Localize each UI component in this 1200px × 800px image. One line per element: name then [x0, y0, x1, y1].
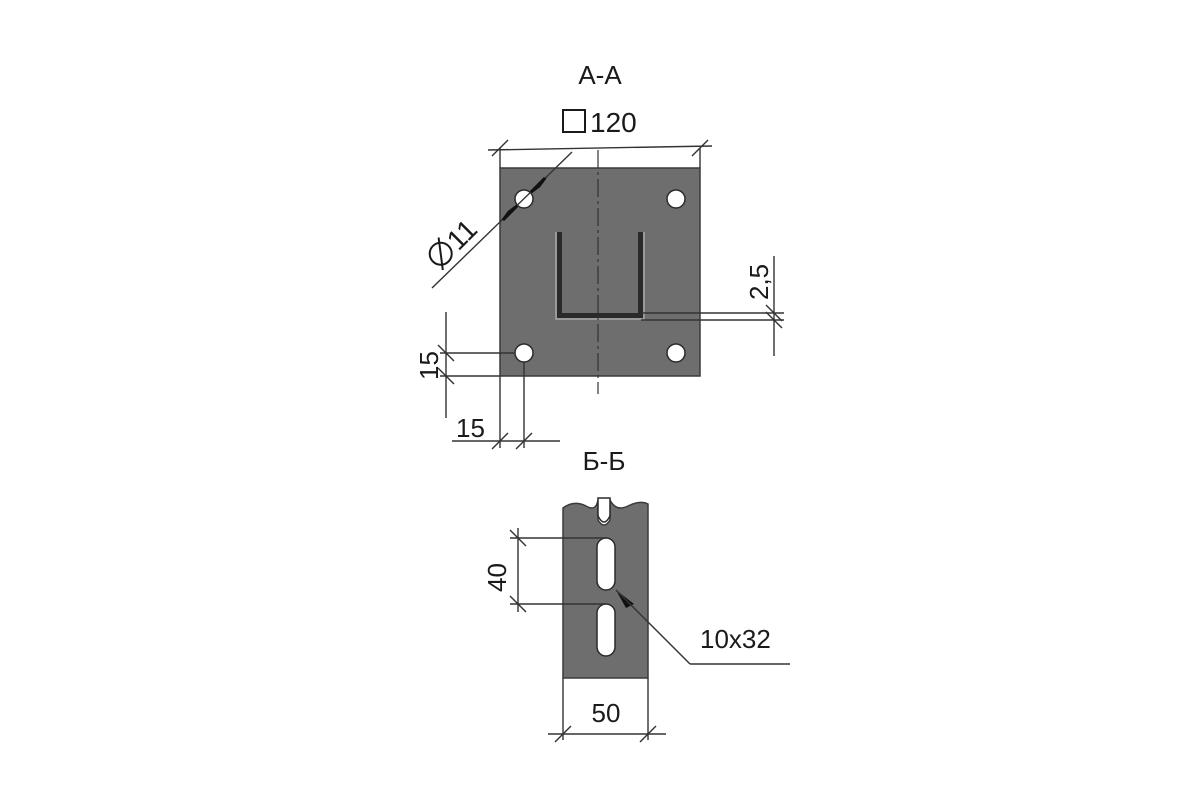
- slot-top-partial: [597, 497, 611, 523]
- section-a-view: А-А 120: [414, 60, 784, 450]
- section-b-title: Б-Б: [583, 446, 626, 476]
- slot-upper: [596, 537, 616, 591]
- dimension-120: 120: [487, 107, 713, 168]
- dimension-pitch-label: 40: [482, 563, 512, 592]
- dimension-width: 50: [548, 678, 666, 743]
- dimension-pitch: 40: [482, 528, 606, 613]
- dimension-offset-horizontal: 15: [452, 362, 560, 450]
- section-a-title: А-А: [578, 60, 622, 90]
- section-b-view: Б-Б 40 10x32: [482, 446, 790, 743]
- dimension-offset-horizontal-label: 15: [456, 413, 485, 443]
- base-plate: [499, 167, 701, 377]
- mounting-hole-bottom-left: [514, 343, 534, 363]
- dimension-thickness: 2,5: [641, 256, 784, 356]
- dimension-slot-size: 10x32: [615, 589, 790, 665]
- u-channel: [555, 232, 645, 320]
- dimension-120-label: 120: [590, 107, 637, 138]
- dimension-offset-vertical: 15: [414, 312, 515, 418]
- dimension-thickness-label: 2,5: [744, 264, 774, 300]
- dimension-hole-diameter-label: 11: [441, 213, 483, 255]
- dimension-offset-vertical-label: 15: [414, 351, 444, 380]
- dimension-width-label: 50: [592, 698, 621, 728]
- diameter-symbol-icon: [428, 241, 453, 266]
- mounting-hole-top-right: [666, 189, 686, 209]
- square-symbol-icon: [562, 109, 586, 133]
- dimension-slot-size-label: 10x32: [700, 624, 771, 654]
- mounting-hole-bottom-right: [666, 343, 686, 363]
- slot-lower: [596, 603, 616, 657]
